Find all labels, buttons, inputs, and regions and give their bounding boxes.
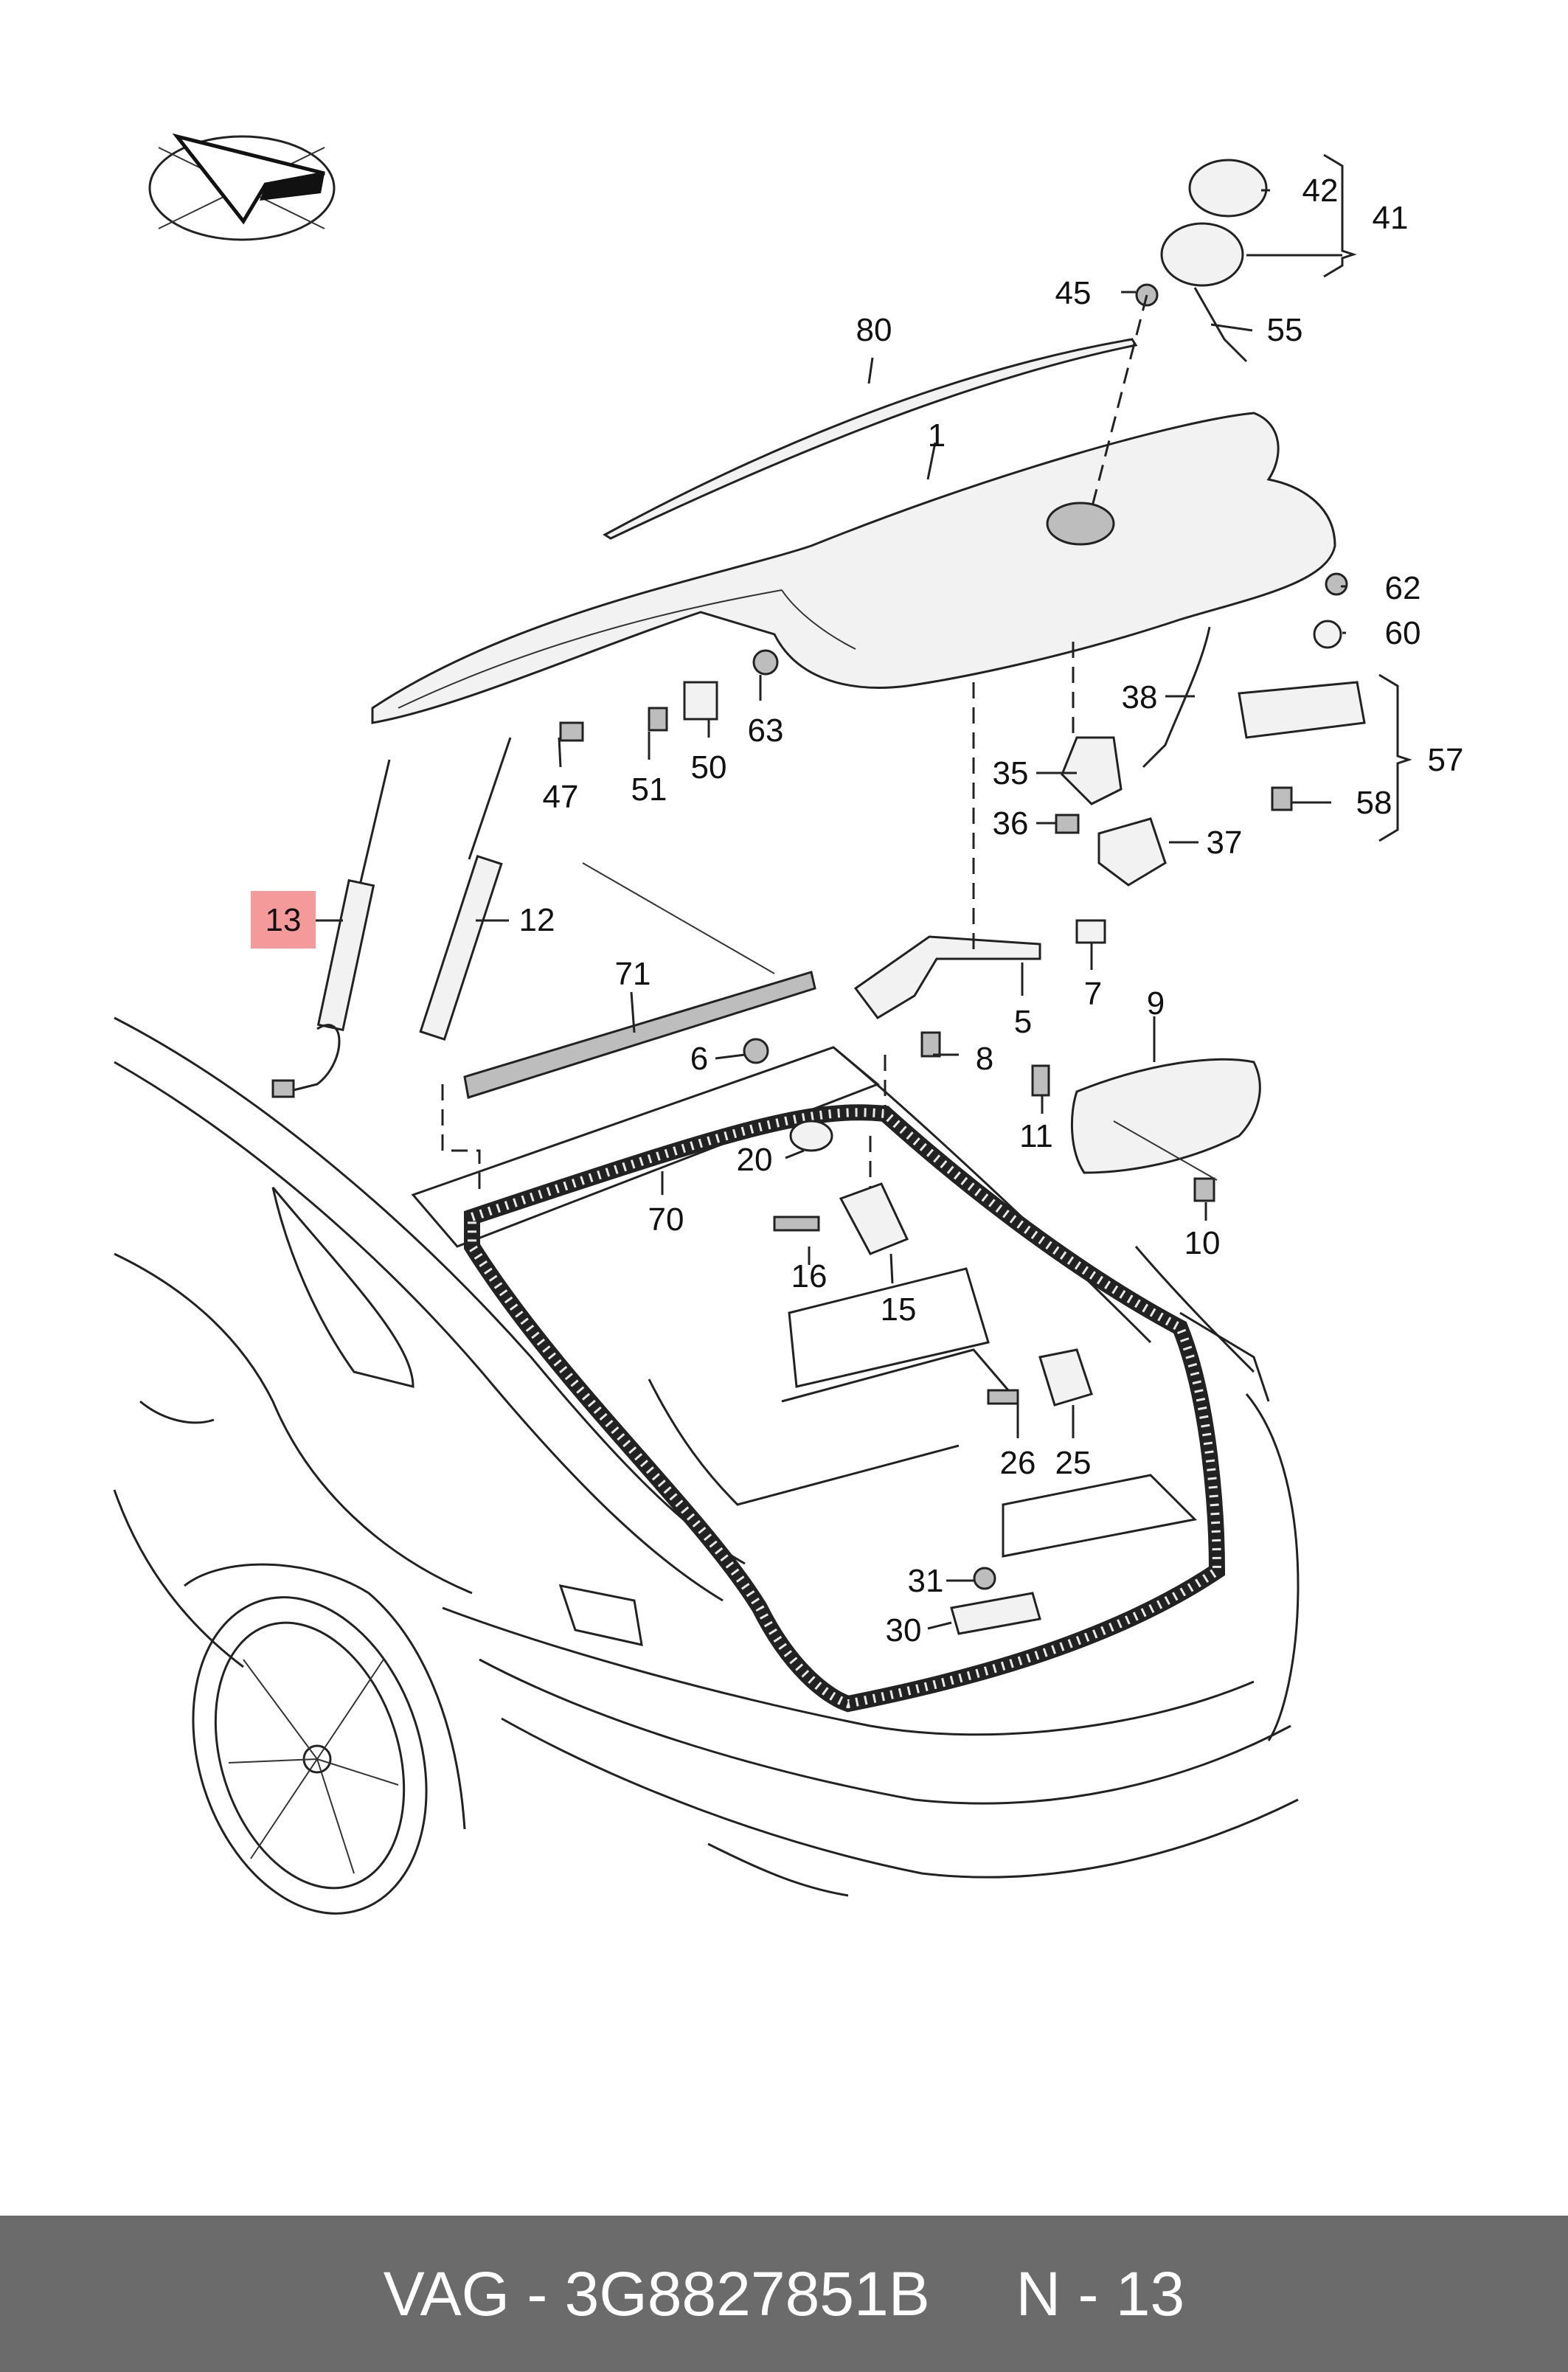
callout-38: 38 bbox=[1122, 679, 1158, 715]
callout-12: 12 bbox=[519, 902, 555, 938]
callout-55: 55 bbox=[1267, 312, 1303, 348]
trunk-seal bbox=[464, 1104, 1226, 1713]
callout-labels: 1 5 6 7 8 9 10 11 12 13 15 16 20 25 26 3… bbox=[266, 173, 1464, 1648]
callout-7: 7 bbox=[1084, 976, 1102, 1012]
callout-15: 15 bbox=[881, 1291, 917, 1328]
footer-position: N - 13 bbox=[1016, 2258, 1185, 2328]
callout-5: 5 bbox=[1014, 1004, 1032, 1040]
callout-57: 57 bbox=[1428, 742, 1464, 778]
callout-71: 71 bbox=[615, 956, 651, 992]
callout-60: 60 bbox=[1385, 615, 1421, 651]
callout-63: 63 bbox=[748, 712, 784, 749]
bracket-57 bbox=[1378, 673, 1412, 842]
gas-strut-12 bbox=[419, 737, 512, 1041]
highlight-box bbox=[251, 891, 316, 949]
callout-80: 80 bbox=[856, 312, 892, 348]
callout-37: 37 bbox=[1207, 825, 1243, 861]
callout-62: 62 bbox=[1385, 570, 1421, 606]
callout-9: 9 bbox=[1147, 985, 1165, 1022]
callout-16: 16 bbox=[791, 1258, 828, 1294]
callout-45: 45 bbox=[1055, 275, 1092, 311]
callout-58: 58 bbox=[1356, 785, 1392, 821]
tailgate-lid bbox=[371, 412, 1336, 724]
footer-brand: VAG bbox=[383, 2258, 510, 2328]
callout-13: 13 bbox=[266, 902, 302, 938]
footer-separator: - bbox=[527, 2258, 548, 2328]
callout-31: 31 bbox=[908, 1563, 944, 1599]
seal-strip bbox=[463, 971, 816, 1099]
car-body bbox=[113, 1016, 1300, 1915]
parts-diagram: 1 5 6 7 8 9 10 11 12 13 15 16 20 25 26 3… bbox=[113, 133, 1464, 1915]
small-parts bbox=[559, 159, 1366, 1635]
callout-20: 20 bbox=[737, 1142, 773, 1178]
callout-47: 47 bbox=[543, 779, 579, 815]
callout-1: 1 bbox=[928, 417, 946, 454]
callout-51: 51 bbox=[631, 771, 667, 808]
callout-70: 70 bbox=[648, 1201, 684, 1238]
callout-8: 8 bbox=[976, 1041, 993, 1077]
callout-25: 25 bbox=[1055, 1445, 1092, 1481]
trim-strip bbox=[603, 338, 1138, 540]
callout-42: 42 bbox=[1302, 173, 1339, 209]
reference-lines bbox=[441, 294, 1218, 1195]
callout-36: 36 bbox=[993, 805, 1029, 842]
paper-plane-logo-icon bbox=[148, 133, 336, 241]
callout-35: 35 bbox=[993, 755, 1029, 791]
footer-bar: VAG - 3G8827851B N - 13 bbox=[0, 2216, 1568, 2372]
gas-strut-13 bbox=[271, 759, 391, 1098]
callout-50: 50 bbox=[691, 749, 727, 786]
callout-41: 41 bbox=[1373, 200, 1409, 236]
callout-6: 6 bbox=[690, 1041, 708, 1077]
callout-26: 26 bbox=[1000, 1445, 1036, 1481]
footer-part-number: 3G8827851B bbox=[564, 2258, 930, 2328]
callout-11: 11 bbox=[1019, 1118, 1053, 1154]
leader-lines bbox=[313, 189, 1346, 1630]
callout-30: 30 bbox=[886, 1612, 922, 1648]
bracket-41 bbox=[1323, 153, 1357, 278]
callout-10: 10 bbox=[1184, 1225, 1221, 1261]
